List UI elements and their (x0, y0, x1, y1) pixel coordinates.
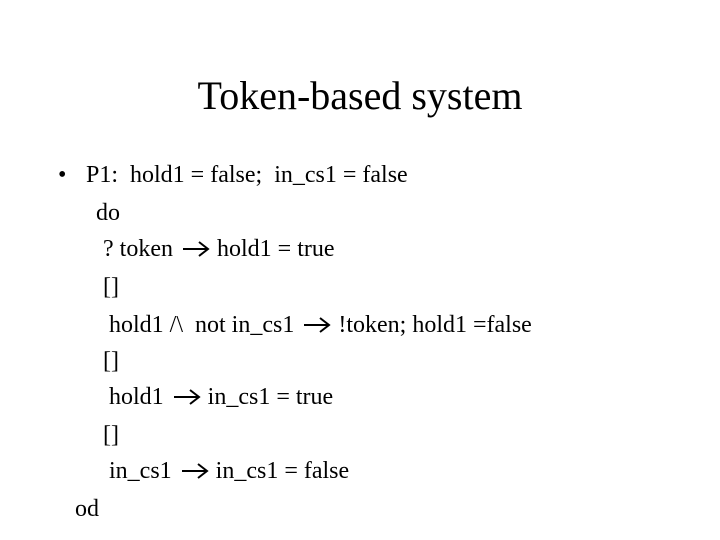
arrow-right-icon (302, 315, 332, 335)
slide-title: Token-based system (197, 73, 523, 118)
action-text: in_cs1 = true (207, 384, 334, 410)
code-line-guard-hold: hold1 in_cs1 = true (109, 382, 333, 412)
code-line-od: od (75, 496, 99, 522)
code-line-separator-1: [] (103, 274, 119, 300)
guard-text: hold1 /\ not in_cs1 (109, 312, 295, 338)
arrow-right-icon (172, 387, 202, 407)
action-text: hold1 = true (216, 236, 335, 262)
arrow-right-icon (181, 239, 211, 259)
guard-text: ? token (103, 236, 173, 262)
code-line-guard-token: ? token hold1 = true (103, 234, 335, 264)
code-line-1: P1: hold1 = false; in_cs1 = false (86, 162, 408, 188)
code-line-separator-2: [] (103, 348, 119, 374)
guard-text: in_cs1 (109, 458, 172, 484)
code-line-separator-3: [] (103, 422, 119, 448)
code-line-do: do (96, 200, 120, 226)
code-line-guard-hold-not-cs: hold1 /\ not in_cs1 !token; hold1 =false (109, 310, 532, 340)
action-text: in_cs1 = false (215, 458, 350, 484)
code-line-guard-in-cs: in_cs1 in_cs1 = false (109, 456, 349, 486)
bullet-icon: • (58, 162, 67, 188)
arrow-right-icon (180, 461, 210, 481)
guard-text: hold1 (109, 384, 164, 410)
action-text: !token; hold1 =false (338, 312, 532, 338)
